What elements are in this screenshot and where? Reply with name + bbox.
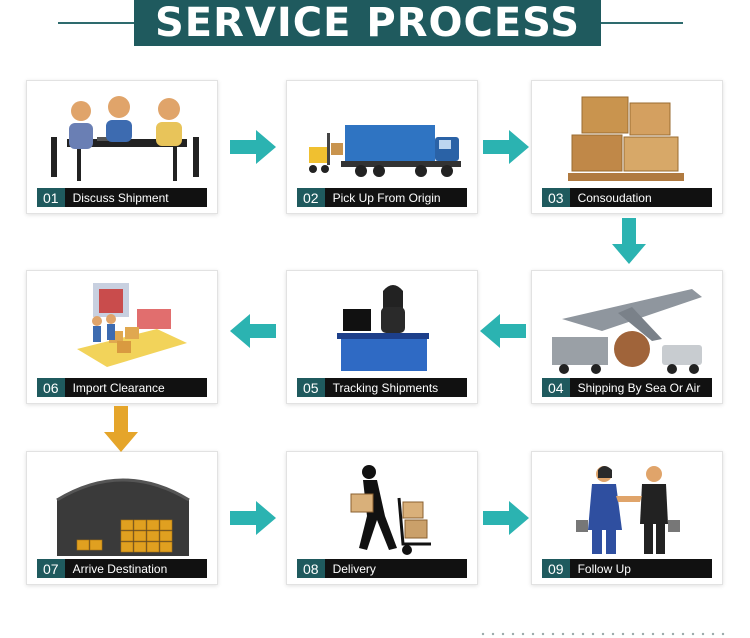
step-number: 09: [542, 559, 570, 578]
truck-forklift-illustration: [309, 125, 461, 177]
step-label: 06 Import Clearance: [37, 378, 207, 397]
step-number: 07: [37, 559, 65, 578]
step-import-clearance: 06 Import Clearance: [26, 270, 218, 404]
arrow-right-icon: [230, 501, 276, 535]
arrow-right-icon: [483, 501, 529, 535]
step-title: Delivery: [332, 561, 376, 576]
arrow-down-icon: [612, 218, 646, 264]
header-rule-right: [601, 22, 683, 24]
step-arrive-destination: 07 Arrive Destination: [26, 451, 218, 585]
step-title: Shipping By Sea Or Air: [577, 380, 701, 395]
step-title: Consoudation: [577, 190, 652, 205]
delivery-person-illustration: [350, 465, 431, 555]
arrow-right-icon: [230, 130, 276, 164]
step-title: Import Clearance: [72, 380, 165, 395]
arrow-down-icon: [104, 406, 138, 452]
customs-checkpoint-illustration: [77, 283, 187, 367]
step-label: 09 Follow Up: [542, 559, 712, 578]
step-label: 08 Delivery: [297, 559, 467, 578]
step-number: 06: [37, 378, 65, 397]
arrow-right-icon: [483, 130, 529, 164]
arrow-left-icon: [230, 314, 276, 348]
step-delivery: 08 Delivery: [286, 451, 478, 585]
step-label: 04 Shipping By Sea Or Air: [542, 378, 712, 397]
step-number: 02: [297, 188, 325, 207]
boxes-on-pallet-illustration: [568, 96, 684, 181]
arrow-left-icon: [480, 314, 526, 348]
step-label: 01 Discuss Shipment: [37, 188, 207, 207]
plane-truck-globe-illustration: [552, 289, 702, 374]
handshake-illustration: [576, 466, 680, 554]
step-label: 07 Arrive Destination: [37, 559, 207, 578]
step-discuss-shipment: 01 Discuss Shipment: [26, 80, 218, 214]
step-number: 04: [542, 378, 570, 397]
warehouse-illustration: [56, 478, 190, 556]
step-number: 03: [542, 188, 570, 207]
step-tracking-shipments: 05 Tracking Shipments: [286, 270, 478, 404]
meeting-illustration: [51, 96, 199, 181]
step-title: Pick Up From Origin: [332, 190, 441, 205]
step-title: Discuss Shipment: [72, 190, 169, 205]
step-shipping-by-sea-or-air: 04 Shipping By Sea Or Air: [531, 270, 723, 404]
step-title: Tracking Shipments: [332, 380, 439, 395]
step-title: Follow Up: [577, 561, 631, 576]
step-follow-up: 09 Follow Up: [531, 451, 723, 585]
step-title: Arrive Destination: [72, 561, 168, 576]
step-label: 05 Tracking Shipments: [297, 378, 467, 397]
page-title: SERVICE PROCESS: [134, 0, 601, 46]
operator-at-desk-illustration: [337, 285, 429, 371]
step-pick-up-from-origin: 02 Pick Up From Origin: [286, 80, 478, 214]
step-label: 03 Consoudation: [542, 188, 712, 207]
decorative-dots: [478, 630, 728, 638]
step-label: 02 Pick Up From Origin: [297, 188, 467, 207]
step-number: 05: [297, 378, 325, 397]
header-rule-left: [58, 22, 134, 24]
step-number: 08: [297, 559, 325, 578]
step-consoudation: 03 Consoudation: [531, 80, 723, 214]
step-number: 01: [37, 188, 65, 207]
